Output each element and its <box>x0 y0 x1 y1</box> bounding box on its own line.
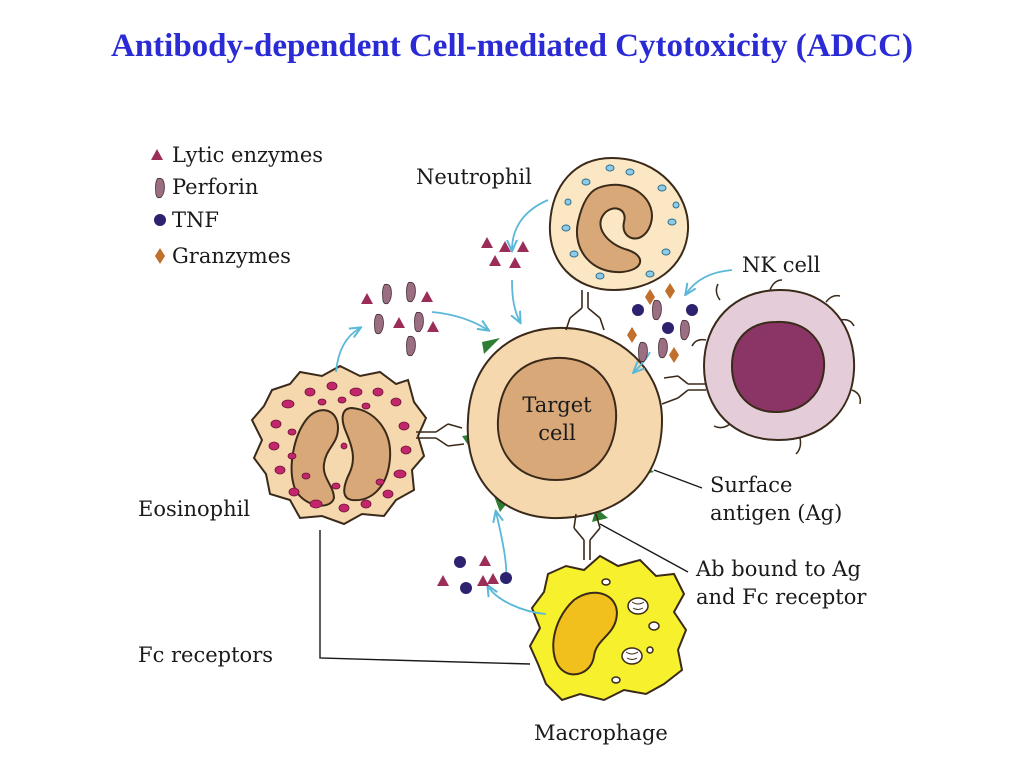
surface-antigen-label-line1: Surface <box>710 473 792 497</box>
antibodies <box>416 290 706 560</box>
macrophage-released-molecules <box>437 555 512 594</box>
page-title: Antibody-dependent Cell-mediated Cytotox… <box>110 28 914 64</box>
legend-lytic-enzymes: Lytic enzymes <box>172 143 323 167</box>
legend-perforin: Perforin <box>172 175 258 199</box>
eosinophil-released-molecules <box>361 281 439 357</box>
lytic-enzyme-icon <box>151 149 163 160</box>
neutrophil-lytic-enzymes <box>481 237 529 268</box>
eosinophil-nucleus-right <box>341 406 392 502</box>
macrophage-nucleus <box>552 591 618 676</box>
fc-receptors-label: Fc receptors <box>138 643 273 667</box>
neutrophil-nucleus <box>575 183 653 274</box>
target-label-line2: cell <box>538 421 576 445</box>
eosinophil-nucleus-left <box>290 409 340 507</box>
legend: Lytic enzymes Perforin TNF Granzymes <box>151 143 323 268</box>
legend-granzymes: Granzymes <box>172 244 291 268</box>
ab-bound-label-line1: Ab bound to Ag <box>695 557 861 581</box>
target-cell: Target cell <box>462 326 664 522</box>
antibody-eosinophil <box>416 423 465 447</box>
antibody-neutrophil <box>565 290 605 331</box>
legend-tnf: TNF <box>172 208 219 232</box>
nk-cell: NK cell <box>691 253 862 455</box>
neutrophil-label: Neutrophil <box>416 165 532 189</box>
perforin-icon <box>155 177 165 199</box>
ab-bound-label-line2: and Fc receptor <box>696 585 867 609</box>
surface-antigen-label-line2: antigen (Ag) <box>710 501 842 525</box>
tnf-icon <box>154 214 166 226</box>
nk-cell-label: NK cell <box>742 253 821 277</box>
macrophage-label: Macrophage <box>534 721 668 745</box>
eosinophil-label: Eosinophil <box>138 497 250 521</box>
callout-lines <box>319 469 703 665</box>
macrophage: Macrophage <box>528 554 688 745</box>
nk-nucleus <box>730 320 826 414</box>
target-nucleus <box>496 356 618 482</box>
arrows <box>335 199 733 615</box>
nk-released-molecules <box>627 283 698 363</box>
target-label-line1: Target <box>522 393 592 417</box>
antibody-nk <box>661 375 706 405</box>
eosinophil: Eosinophil <box>138 364 428 526</box>
antibody-macrophage <box>573 513 601 560</box>
granzyme-icon <box>155 248 165 264</box>
neutrophil: Neutrophil <box>416 156 690 292</box>
